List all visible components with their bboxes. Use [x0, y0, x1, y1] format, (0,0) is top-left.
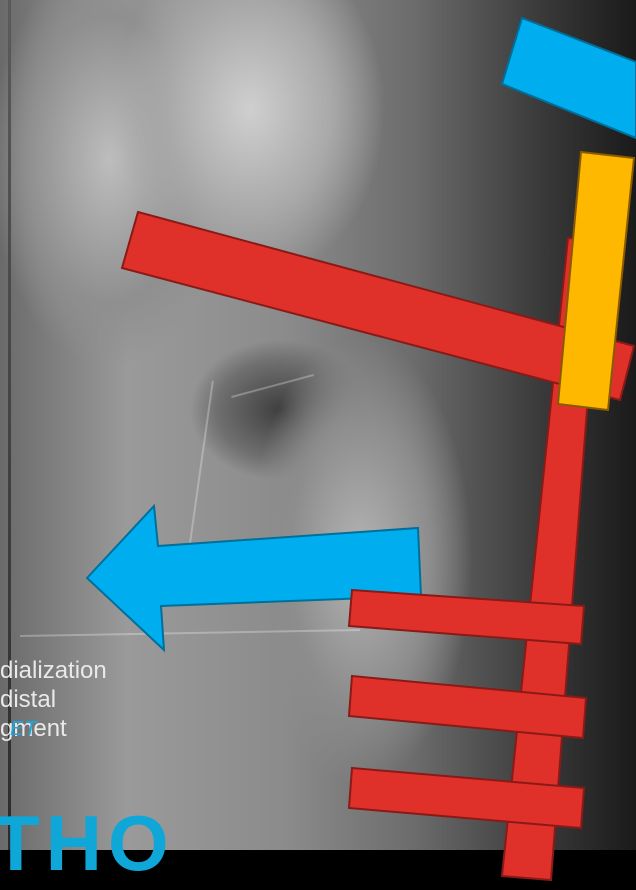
red-diagonal-bar	[122, 212, 634, 400]
blue-arrow-top	[502, 18, 636, 138]
watermark-small-text: ET	[10, 718, 38, 741]
watermark-logo-text: THO	[0, 804, 175, 882]
caption-line-1: dialization	[0, 656, 300, 685]
caption-line-2: distal	[0, 685, 300, 714]
caption-text: dialization distal gment	[0, 656, 300, 743]
caption-line-3: gment	[0, 714, 300, 743]
